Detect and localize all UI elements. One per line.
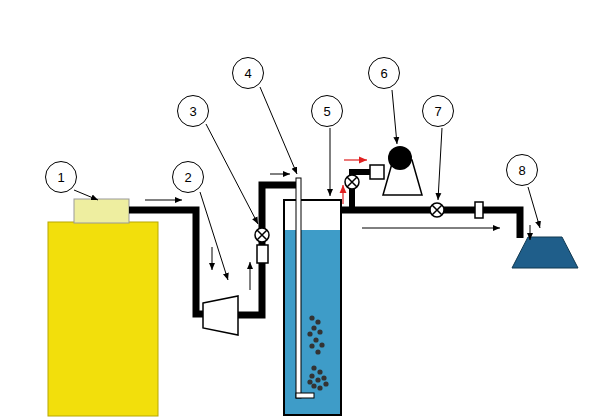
callout-number: 5: [311, 95, 343, 127]
bubble: [315, 377, 320, 382]
bubble: [319, 342, 324, 347]
column: [284, 200, 341, 415]
bubble: [315, 319, 320, 324]
diffuser-tube: [296, 178, 301, 398]
callout-number: 7: [422, 95, 454, 127]
bubble: [311, 365, 316, 370]
valve: [345, 175, 359, 189]
bubble: [313, 337, 318, 342]
bubble: [307, 331, 312, 336]
bubble: [317, 329, 322, 334]
bubble: [311, 383, 316, 388]
filter: [475, 202, 483, 218]
valve: [430, 203, 444, 217]
callout-number: 1: [45, 161, 77, 193]
bubble: [321, 375, 326, 380]
bubble: [311, 325, 316, 330]
flowmeter: [257, 245, 268, 263]
tank-lid: [74, 199, 129, 223]
callout-number: 3: [177, 95, 209, 127]
pipe: [129, 210, 206, 314]
bubble: [307, 379, 312, 384]
bubble: [317, 369, 322, 374]
callout-number: 4: [232, 57, 264, 89]
bubble: [309, 343, 314, 348]
bubbles: [307, 315, 328, 390]
water: [285, 230, 340, 414]
valve: [255, 228, 269, 242]
outlet-basin: [512, 237, 578, 268]
callout-number: 8: [506, 154, 538, 186]
callout-number: 6: [368, 57, 400, 89]
bubble: [317, 385, 322, 390]
callout-number: 2: [172, 161, 204, 193]
bubble: [309, 315, 314, 320]
pump: [203, 296, 238, 335]
bubble: [323, 381, 328, 386]
blower: [370, 146, 422, 195]
diffuser-head: [296, 393, 314, 398]
tank: [48, 222, 158, 416]
bubble: [315, 349, 320, 354]
bubble: [309, 373, 314, 378]
